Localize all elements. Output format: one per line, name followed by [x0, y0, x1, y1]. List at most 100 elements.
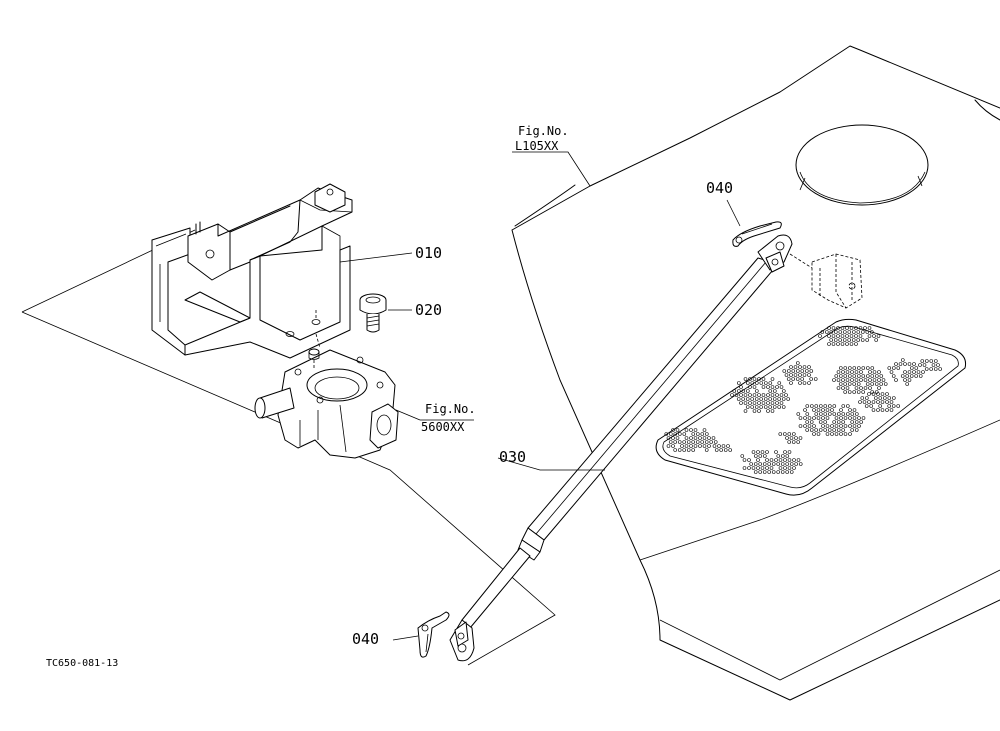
- grille-hole: [823, 404, 828, 408]
- grille-hole: [769, 458, 774, 462]
- grille-hole: [752, 377, 757, 381]
- grille-hole: [691, 432, 696, 436]
- grille-hole: [820, 330, 825, 334]
- grille-hole: [684, 444, 689, 448]
- grille-hole: [816, 432, 821, 436]
- grille-hole: [843, 374, 848, 378]
- grille-hole: [882, 396, 887, 400]
- grille-hole: [880, 400, 885, 404]
- grille-hole: [770, 393, 775, 397]
- grille-hole: [673, 432, 678, 436]
- grille-hole: [818, 420, 823, 424]
- grille-hole: [767, 470, 772, 474]
- grille-hole: [689, 428, 693, 432]
- grille-hole: [684, 428, 689, 432]
- grille-hole: [671, 428, 675, 432]
- grille-hole: [757, 393, 761, 397]
- grille-hole: [714, 448, 719, 452]
- grille-hole: [885, 400, 889, 404]
- grille-hole: [865, 338, 870, 342]
- grille-hole: [848, 416, 852, 420]
- grille-hole: [843, 424, 848, 428]
- grille-hole: [770, 401, 775, 405]
- grille-hole: [845, 386, 850, 390]
- grille-hole: [852, 374, 857, 378]
- grille-hole: [759, 397, 764, 401]
- grille-hole: [789, 373, 793, 377]
- grille-hole: [753, 462, 758, 466]
- grille-hole: [887, 404, 892, 408]
- grille-hole: [778, 432, 783, 436]
- leader-lines: [339, 151, 741, 641]
- grille-hole: [765, 450, 769, 454]
- grille-hole: [753, 470, 758, 474]
- grille-hole: [880, 392, 885, 396]
- grille-hole: [852, 390, 857, 394]
- grille-hole: [812, 416, 816, 420]
- grille-hole: [860, 396, 865, 400]
- grille-hole: [929, 359, 934, 363]
- grille-hole: [854, 428, 859, 432]
- grille-hole: [787, 432, 792, 436]
- leader-030: [497, 457, 605, 471]
- grille-hole: [847, 330, 852, 334]
- grille-hole: [792, 466, 796, 470]
- grille-hole: [834, 432, 839, 436]
- grille-hole: [858, 334, 863, 338]
- grille-hole: [809, 428, 814, 432]
- grille-hole: [786, 377, 791, 381]
- grille-hole: [833, 338, 838, 342]
- grille-hole: [766, 393, 770, 397]
- grille-hole: [823, 428, 828, 432]
- grille-hole: [809, 377, 814, 381]
- grille-hole: [786, 397, 791, 401]
- grille-hole: [839, 416, 843, 420]
- grille-hole: [827, 428, 832, 432]
- grille-hole: [880, 408, 885, 412]
- grille-hole: [856, 390, 861, 394]
- grille-hole: [766, 409, 770, 413]
- grille-hole: [841, 378, 845, 382]
- grille-hole: [747, 466, 751, 470]
- grille-hole: [849, 326, 854, 330]
- grille-hole: [771, 462, 776, 466]
- grille-hole: [795, 361, 800, 365]
- grille-hole: [854, 334, 858, 338]
- grille-hole: [852, 416, 857, 420]
- grille-hole: [736, 381, 741, 385]
- grille-hole: [736, 389, 741, 393]
- grille-hole: [781, 397, 786, 401]
- grille-hole: [849, 334, 854, 338]
- grille-hole: [838, 374, 843, 378]
- grille-hole: [774, 450, 778, 454]
- grille-hole: [750, 405, 755, 409]
- leader-040-top: [726, 199, 741, 227]
- grille-hole: [776, 462, 781, 466]
- grille-hole: [677, 432, 682, 436]
- hood-front-lip: [639, 419, 1000, 561]
- grille-hole: [740, 454, 745, 458]
- grille-hole: [841, 420, 846, 424]
- grille-hole: [768, 389, 773, 393]
- grille-hole: [747, 458, 751, 462]
- grille-hole: [752, 401, 757, 405]
- grille-hole: [848, 424, 852, 428]
- grille-hole: [821, 424, 825, 428]
- grille-hole: [668, 432, 673, 436]
- grille-hole: [695, 432, 700, 436]
- grille-hole: [789, 381, 793, 385]
- grille-hole: [816, 408, 821, 412]
- grille-hole: [786, 369, 791, 373]
- grille-hole: [859, 370, 863, 374]
- grille-hole: [905, 374, 910, 378]
- grille-hole: [852, 382, 857, 386]
- grille-hole: [854, 370, 859, 374]
- grille-hole: [834, 416, 839, 420]
- grille-hole: [723, 448, 728, 452]
- grille-hole: [700, 440, 705, 444]
- grille-hole: [870, 374, 875, 378]
- grille-hole: [693, 444, 698, 448]
- callout-020: 020: [415, 301, 442, 319]
- grille-hole: [776, 454, 781, 458]
